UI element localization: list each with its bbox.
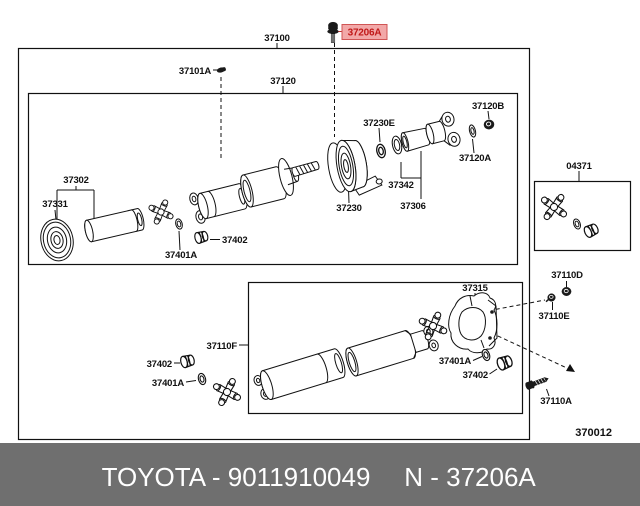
- flange-yoke-37315: [448, 292, 498, 354]
- bearing-cap-37402-lower-right: [495, 353, 515, 372]
- bolt-37110A-icon: [525, 377, 549, 390]
- spider-kit-04371-box: [533, 180, 632, 252]
- lower-shaft-group-box: [247, 281, 524, 415]
- spider-kit-04371: [539, 192, 570, 223]
- callout-37402-upper: 37402: [222, 235, 247, 246]
- callout-37230: 37230: [336, 203, 361, 214]
- callout-37110E: 37110E: [538, 311, 569, 322]
- bearing-cap-37402-lower-left: [178, 353, 197, 369]
- yoke-fork-37306: [425, 111, 461, 147]
- callout-37401A-lower-left: 37401A: [152, 378, 184, 389]
- footer-reference-number: N - 37206A: [404, 462, 536, 492]
- callout-37401A-lower-right: 37401A: [439, 356, 471, 367]
- callout-37110A: 37110A: [540, 396, 572, 407]
- shaft-tube-front: [240, 166, 287, 208]
- callout-37315: 37315: [462, 283, 488, 294]
- seal-ring-37230E: [374, 142, 388, 160]
- callout-04371: 04371: [566, 161, 592, 172]
- callout-37120B: 37120B: [472, 101, 504, 112]
- callout-37306: 37306: [400, 201, 425, 212]
- footer-bar: [0, 443, 640, 506]
- washer-37120A: [468, 124, 477, 138]
- callout-37110D: 37110D: [551, 270, 583, 281]
- center-support-bearing-37230: [327, 139, 383, 196]
- callout-labels: 37100 37101A 37120 37230E 37120B 37120A …: [42, 33, 593, 407]
- bolt-37206A-icon: [327, 21, 339, 43]
- bolt-37110E-icon: [545, 293, 556, 303]
- shaft-sleeve-37302: [84, 208, 145, 243]
- callout-37401A-upper: 37401A: [165, 250, 197, 261]
- pin-37101A-icon: [216, 67, 226, 73]
- splined-shaft-end: [291, 161, 320, 177]
- callout-37230E: 37230E: [363, 118, 395, 129]
- callout-37331: 37331: [42, 199, 68, 210]
- rear-shaft-tube-left: [253, 348, 346, 401]
- bearing-cap-37402-upper: [193, 229, 210, 245]
- slinger-ring-37342: [391, 135, 403, 155]
- callout-37402-lower-left: 37402: [147, 359, 172, 370]
- callout-37110F: 37110F: [207, 341, 238, 352]
- highlighted-callout-37206A: 37206A: [348, 28, 382, 39]
- nut-37120B: [483, 119, 495, 130]
- outer-frame-box: [17, 47, 531, 441]
- snap-ring-37401A-lower-left: [196, 372, 208, 386]
- highlighted-callout-box: [341, 24, 388, 40]
- footer-part-number: TOYOTA - 9011910049: [102, 462, 371, 492]
- spider-kit-ring: [571, 217, 583, 231]
- spider-joint-lower-left: [211, 376, 242, 407]
- callout-37402-lower-right: 37402: [463, 370, 488, 381]
- upper-shaft-group-box: [27, 92, 519, 266]
- callout-37302: 37302: [63, 175, 88, 186]
- callout-37100: 37100: [264, 33, 289, 44]
- spider-joint-upper: [147, 198, 175, 226]
- callout-37120A: 37120A: [459, 153, 491, 164]
- drawing-number: 370012: [575, 427, 612, 439]
- callout-37120: 37120: [270, 76, 295, 87]
- assembly-arrowhead: [566, 364, 575, 372]
- slip-yoke: [189, 183, 248, 224]
- callout-37342: 37342: [388, 180, 413, 191]
- spider-kit-bearing-cap: [582, 221, 601, 240]
- rear-shaft-tube-right: [345, 325, 439, 377]
- snap-ring-37401A-lower-right: [480, 347, 492, 363]
- flange-disc-37331: [40, 218, 74, 262]
- snap-ring-37401A-upper: [174, 217, 184, 231]
- dashed-assembly-lines: [220, 43, 570, 370]
- nut-37110D-icon: [561, 287, 572, 296]
- callout-37101A: 37101A: [179, 66, 211, 77]
